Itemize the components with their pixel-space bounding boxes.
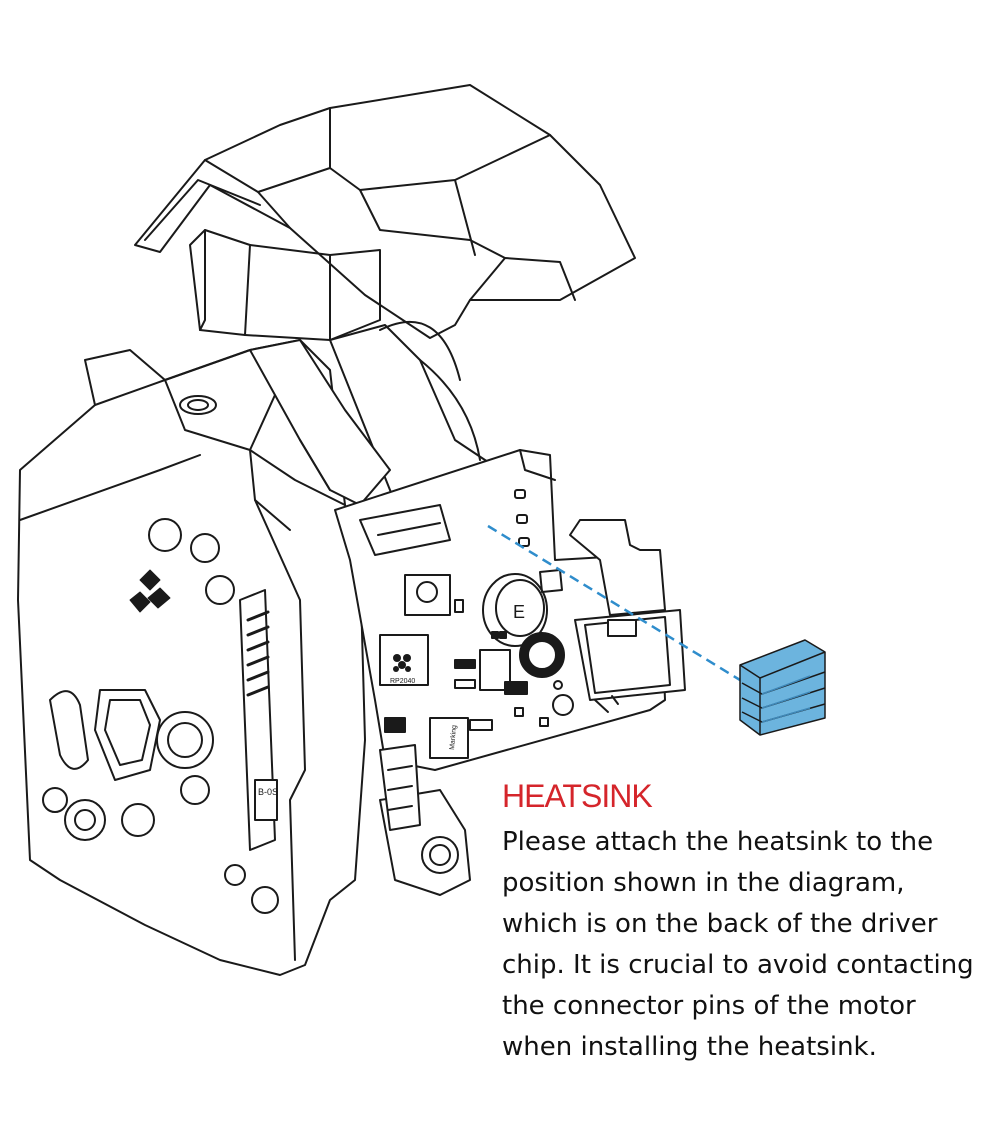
- instruction-line: position shown in the diagram,: [502, 868, 905, 898]
- raspberry-logo-icon: [393, 654, 411, 672]
- instruction-line: chip. It is crucial to avoid contacting: [502, 950, 974, 980]
- rp-chip-label: RP2040: [390, 678, 415, 685]
- instruction-line: which is on the back of the driver: [502, 909, 938, 939]
- instruction-line: the connector pins of the motor: [502, 991, 916, 1021]
- module-label: Marking: [449, 725, 458, 751]
- heatsink-icon: [739, 639, 826, 736]
- top-cover: [134, 84, 636, 341]
- inductor-label: E: [513, 602, 525, 622]
- front-housing: [17, 339, 366, 976]
- guide-dashed-line: [487, 524, 741, 682]
- side-pcb-label: B-0S: [258, 787, 278, 797]
- driver-board: [334, 449, 686, 831]
- instruction-line: when installing the heatsink.: [502, 1032, 877, 1062]
- lever-arm: [249, 339, 391, 506]
- heatsink-instructions: Please attach the heatsink to the positi…: [502, 822, 982, 1068]
- instruction-line: Please attach the heatsink to the: [502, 827, 934, 857]
- heatsink-title: HEATSINK: [502, 778, 653, 814]
